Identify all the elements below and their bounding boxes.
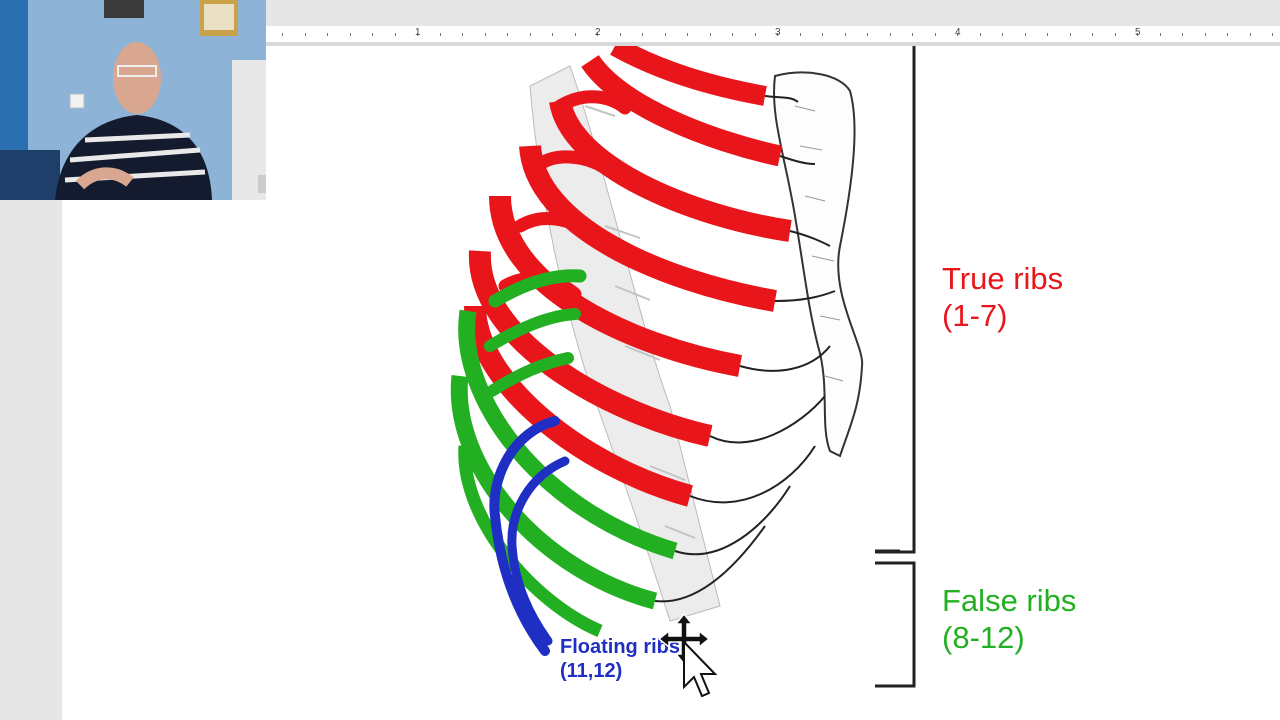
ruler-tick <box>530 33 531 36</box>
ruler-tick <box>1272 33 1273 36</box>
arrow-cursor-icon <box>683 639 718 698</box>
ruler-tick <box>485 33 486 36</box>
true-ribs-title: True ribs <box>942 261 1064 296</box>
ruler-tick <box>1070 33 1071 36</box>
ruler-tick <box>1115 33 1116 36</box>
ruler-tick <box>620 33 621 36</box>
ruler-tick <box>980 33 981 36</box>
ruler-tick <box>710 33 711 36</box>
ruler-tick <box>687 33 688 36</box>
ruler-tick <box>462 33 463 36</box>
floating-ribs-title: Floating ribs <box>560 636 680 658</box>
ruler-tick <box>890 33 891 36</box>
ruler-tick <box>1205 33 1206 36</box>
webcam-overlay <box>0 0 266 200</box>
ruler-tick <box>867 33 868 36</box>
ruler-tick <box>1227 33 1228 36</box>
presenter-video <box>0 0 266 200</box>
ruler-tick <box>395 33 396 36</box>
ruler-tick <box>1182 33 1183 36</box>
ruler-tick <box>755 33 756 36</box>
ruler-number-2: 2 <box>595 27 601 38</box>
ruler-number-3: 3 <box>775 27 781 38</box>
floating-ribs-range: (11,12) <box>560 660 623 682</box>
ruler-tick <box>417 33 418 36</box>
ruler-tick <box>507 33 508 36</box>
ruler-tick <box>1002 33 1003 36</box>
false-ribs-range: (8-12) <box>942 620 1025 656</box>
ruler-tick <box>1250 33 1251 36</box>
rib-cage-illustration <box>450 46 900 656</box>
rib-brackets <box>875 46 916 688</box>
false-ribs-title: False ribs <box>942 583 1077 618</box>
ruler-tick <box>845 33 846 36</box>
ruler-tick <box>732 33 733 36</box>
ruler-tick <box>665 33 666 36</box>
ruler-tick <box>440 33 441 36</box>
ruler-tick <box>1025 33 1026 36</box>
ruler-tick <box>372 33 373 36</box>
ruler-tick <box>1092 33 1093 36</box>
ruler-number-5: 5 <box>1135 27 1141 38</box>
ruler-tick <box>1047 33 1048 36</box>
ruler-number-4: 4 <box>955 27 961 38</box>
ruler-tick <box>305 33 306 36</box>
ruler-tick <box>642 33 643 36</box>
ruler-tick <box>957 33 958 36</box>
false-ribs-label: False ribs (8-12) <box>942 582 1076 656</box>
ruler-tick <box>935 33 936 36</box>
true-ribs-range: (1-7) <box>942 298 1008 334</box>
ruler-tick <box>800 33 801 36</box>
mouse-pointer <box>657 612 718 698</box>
ruler-tick <box>575 33 576 36</box>
ruler-bottom-strip <box>266 42 1280 46</box>
ruler-tick <box>350 33 351 36</box>
ruler-tick <box>552 33 553 36</box>
ruler-tick <box>327 33 328 36</box>
floating-ribs-label: Floating ribs (11,12) <box>560 635 680 683</box>
ruler-tick <box>777 33 778 36</box>
horizontal-ruler[interactable]: 1 2 3 4 5 <box>266 26 1280 43</box>
ruler-tick <box>1160 33 1161 36</box>
ruler-tick <box>912 33 913 36</box>
true-ribs-label: True ribs (1-7) <box>942 260 1063 334</box>
ruler-tick <box>597 33 598 36</box>
ruler-tick <box>1137 33 1138 36</box>
ruler-tick <box>282 33 283 36</box>
ruler-tick <box>822 33 823 36</box>
ruler-number-1: 1 <box>415 27 421 38</box>
